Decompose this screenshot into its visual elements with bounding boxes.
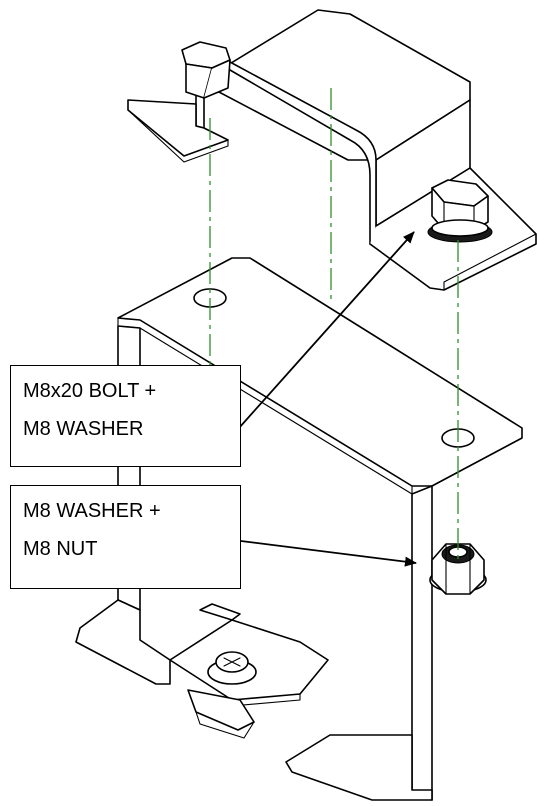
centerlines xyxy=(209,88,459,562)
bolt-left xyxy=(181,41,231,99)
lower-clamp xyxy=(169,603,329,739)
callout-bolt-line1: M8x20 BOLT + xyxy=(23,380,157,402)
leader-arrow-nut xyxy=(240,540,417,567)
callout-nut-line2: M8 NUT xyxy=(23,538,98,560)
callout-bolt-washer: M8x20 BOLT + M8 WASHER xyxy=(10,365,241,467)
callout-washer-nut: M8 WASHER + M8 NUT xyxy=(10,485,241,589)
nut-washer xyxy=(429,543,487,595)
callout-bolt-line2: M8 WASHER xyxy=(23,418,144,440)
bolt-right xyxy=(427,179,493,243)
callout-nut-line1: M8 WASHER + xyxy=(23,500,161,522)
leader-arrow-bolt xyxy=(238,231,415,429)
